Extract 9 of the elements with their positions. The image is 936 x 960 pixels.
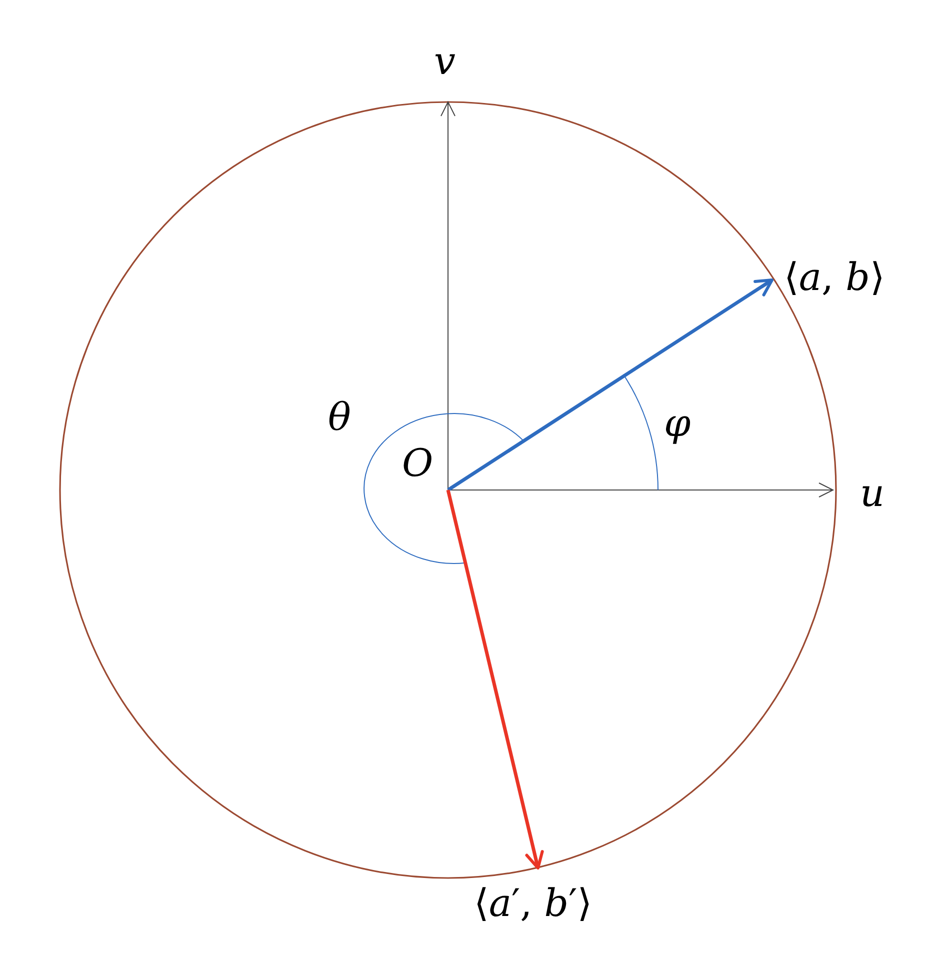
origin-label: O xyxy=(402,444,434,482)
axis-label: u xyxy=(860,474,884,512)
point-label: ⟨a, b⟩ xyxy=(784,258,885,296)
angle-label: φ xyxy=(664,404,691,442)
point-label: ⟨a′, b′⟩ xyxy=(474,884,592,922)
axis-label: v xyxy=(434,42,456,80)
vector-arrow xyxy=(446,490,544,870)
angle-label: θ xyxy=(328,398,351,436)
vector-arrow xyxy=(447,278,774,492)
